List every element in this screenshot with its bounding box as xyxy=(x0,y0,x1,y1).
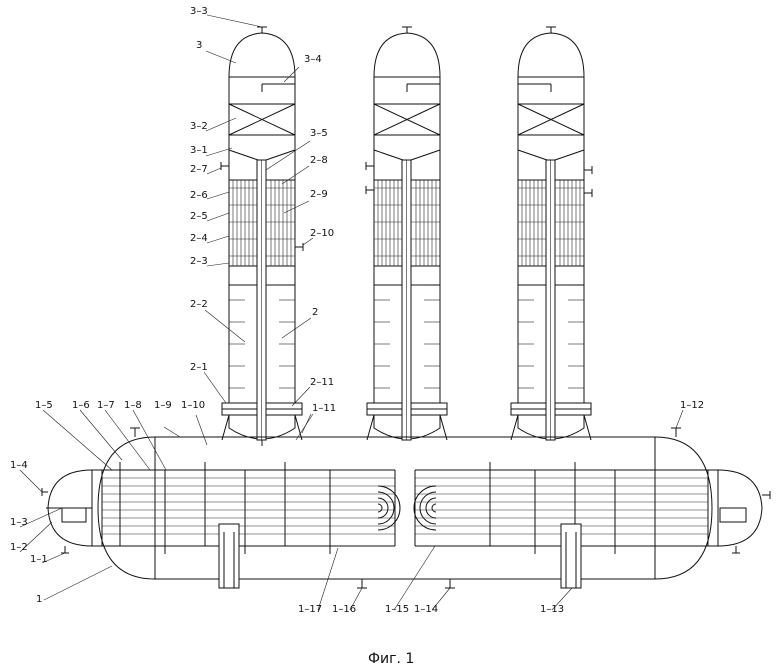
label-1-16: 1–16 xyxy=(332,604,356,615)
column-2 xyxy=(366,27,447,440)
label-2-2: 2–2 xyxy=(190,299,208,310)
label-1-10: 1–10 xyxy=(181,400,205,411)
column-1 xyxy=(221,27,303,446)
label-2-4: 2–4 xyxy=(190,233,208,244)
u-bends xyxy=(378,486,436,530)
label-1-1: 1–1 xyxy=(30,554,48,565)
label-1-4: 1–4 xyxy=(10,460,28,471)
label-1-13: 1–13 xyxy=(540,604,564,615)
label-1-2: 1–2 xyxy=(10,542,28,553)
label-2-6: 2–6 xyxy=(190,190,208,201)
label-2-9: 2–9 xyxy=(310,189,328,200)
label-3-4: 3–4 xyxy=(304,54,322,65)
label-2-1: 2–1 xyxy=(190,362,208,373)
label-1-11: 1–11 xyxy=(312,403,336,414)
label-1-8: 1–8 xyxy=(124,400,142,411)
label-2-3: 2–3 xyxy=(190,256,208,267)
label-2-5: 2–5 xyxy=(190,211,208,222)
label-1-15: 1–15 xyxy=(385,604,409,615)
label-3-5: 3–5 xyxy=(310,128,328,139)
label-1-6: 1–6 xyxy=(72,400,90,411)
label-1-12: 1–12 xyxy=(680,400,704,411)
label-1-5: 1–5 xyxy=(35,400,53,411)
label-3-2: 3–2 xyxy=(190,121,208,132)
label-1-14: 1–14 xyxy=(414,604,438,615)
label-2: 2 xyxy=(312,307,318,318)
horizontal-vessel xyxy=(42,428,770,588)
label-2-10: 2–10 xyxy=(310,228,334,239)
reference-labels: 3–3 3 3–4 3–2 3–5 3–1 2–7 2–8 2–6 2–9 2–… xyxy=(10,6,704,615)
figure-caption: Фиг. 1 xyxy=(368,651,414,667)
label-1-9: 1–9 xyxy=(154,400,172,411)
label-3-3: 3–3 xyxy=(190,6,208,17)
column-3 xyxy=(511,27,592,440)
label-3-1: 3–1 xyxy=(190,145,208,156)
tube-bundle xyxy=(102,478,708,534)
label-1-17: 1–17 xyxy=(298,604,322,615)
label-2-11: 2–11 xyxy=(310,377,334,388)
label-2-7: 2–7 xyxy=(190,164,208,175)
label-2-8: 2–8 xyxy=(310,155,328,166)
label-1: 1 xyxy=(36,594,42,605)
label-3: 3 xyxy=(196,40,202,51)
label-1-7: 1–7 xyxy=(97,400,115,411)
label-1-3: 1–3 xyxy=(10,517,28,528)
